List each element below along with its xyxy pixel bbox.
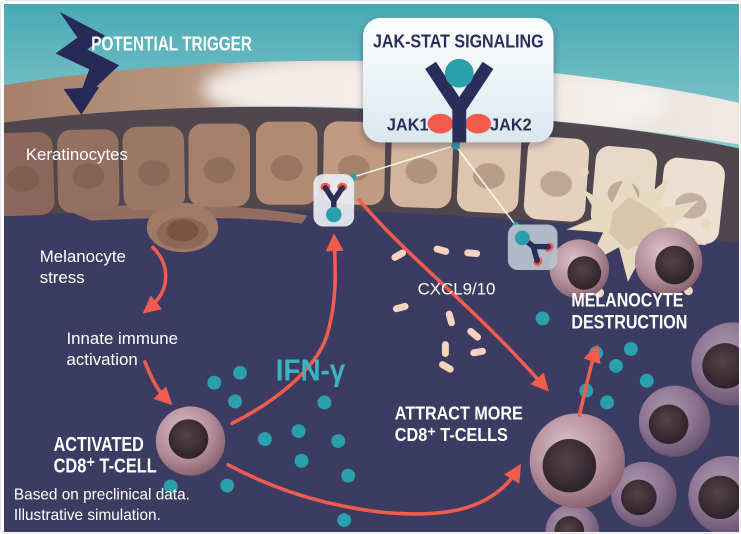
vitiligo-jak-stat-diagram: JAK-STAT SIGNALING JAK1 JAK2 POTENTIAL T… <box>4 4 739 532</box>
melanocyte-cell <box>634 227 703 295</box>
membrane-receptor-icon-1 <box>313 174 355 227</box>
flow-arrows <box>142 197 601 516</box>
svg-text:ATTRACT MORE: ATTRACT MORE <box>395 402 523 423</box>
receptor-icon <box>425 58 494 143</box>
cxcl-pills <box>391 245 486 373</box>
ifn-gamma-dots <box>163 311 654 528</box>
keratinocyte-cell <box>456 128 522 214</box>
lightning-bolt-icon <box>55 11 120 115</box>
attracted-tcell <box>529 413 625 509</box>
svg-text:stress: stress <box>40 268 85 287</box>
keratinocyte-cell <box>389 124 454 209</box>
arrow-attract-to-destruction <box>577 344 601 418</box>
melanocyte <box>65 202 308 253</box>
keratinocyte-cell <box>188 123 250 207</box>
svg-text:Illustrative simulation.: Illustrative simulation. <box>14 507 161 524</box>
arrow-stress-to-activation <box>142 245 168 314</box>
tcell-cluster <box>545 322 739 532</box>
keratinocytes-label: Keratinocytes <box>26 145 128 164</box>
tcell <box>638 385 711 457</box>
melanocyte-destruction-label: MELANOCYTE DESTRUCTION <box>571 290 687 334</box>
jak2-label: JAK2 <box>490 115 532 135</box>
arrow-cxcl-to-attract <box>357 197 549 392</box>
tcell <box>691 322 739 406</box>
jak-stat-title: JAK-STAT SIGNALING <box>373 31 544 52</box>
attract-tcells-label: ATTRACT MORE CD8⁺ T-CELLS <box>395 402 523 445</box>
svg-text:Based on preclinical data.: Based on preclinical data. <box>14 486 190 503</box>
tcell <box>688 455 739 532</box>
activated-tcell-label: ACTIVATED CD8⁺ T-CELL <box>54 433 157 478</box>
svg-text:DESTRUCTION: DESTRUCTION <box>571 311 687 333</box>
melanocyte-stress-label: Melanocyte stress <box>40 247 126 287</box>
svg-text:Melanocyte: Melanocyte <box>40 247 126 266</box>
keratinocyte-cell <box>122 126 186 210</box>
svg-text:Innate immune: Innate immune <box>66 329 178 348</box>
arrow-activation-to-tcell <box>143 360 173 406</box>
keratinocyte-cell <box>57 129 120 213</box>
footnote: Based on preclinical data. Illustrative … <box>14 486 190 524</box>
ifn-gamma-label: IFN-γ <box>276 353 345 388</box>
jak-stat-box: JAK-STAT SIGNALING JAK1 JAK2 <box>363 17 554 143</box>
cxcl-label: CXCL9/10 <box>418 280 496 299</box>
melanocyte-cell <box>549 239 610 299</box>
keratinocyte-cell <box>4 131 55 217</box>
svg-text:CD8⁺ T-CELL: CD8⁺ T-CELL <box>54 455 157 478</box>
svg-text:activation: activation <box>66 350 137 369</box>
keratinocyte-cell <box>255 121 318 205</box>
innate-immune-label: Innate immune activation <box>66 329 178 369</box>
arrow-tcell-to-attract <box>226 462 522 516</box>
tcell <box>545 504 600 532</box>
svg-text:MELANOCYTE: MELANOCYTE <box>571 290 683 312</box>
activated-tcell <box>155 406 226 476</box>
arrow-ifn-to-receptor <box>230 233 344 426</box>
membrane-receptor-icon-2 <box>507 224 558 270</box>
tcell <box>611 461 677 528</box>
svg-text:CD8⁺ T-CELLS: CD8⁺ T-CELLS <box>395 424 508 445</box>
jak1-label: JAK1 <box>387 115 429 135</box>
keratinocyte-cell <box>523 136 590 222</box>
svg-text:ACTIVATED: ACTIVATED <box>54 433 144 456</box>
callout-lines <box>349 141 520 229</box>
potential-trigger-label: POTENTIAL TRIGGER <box>91 33 252 56</box>
